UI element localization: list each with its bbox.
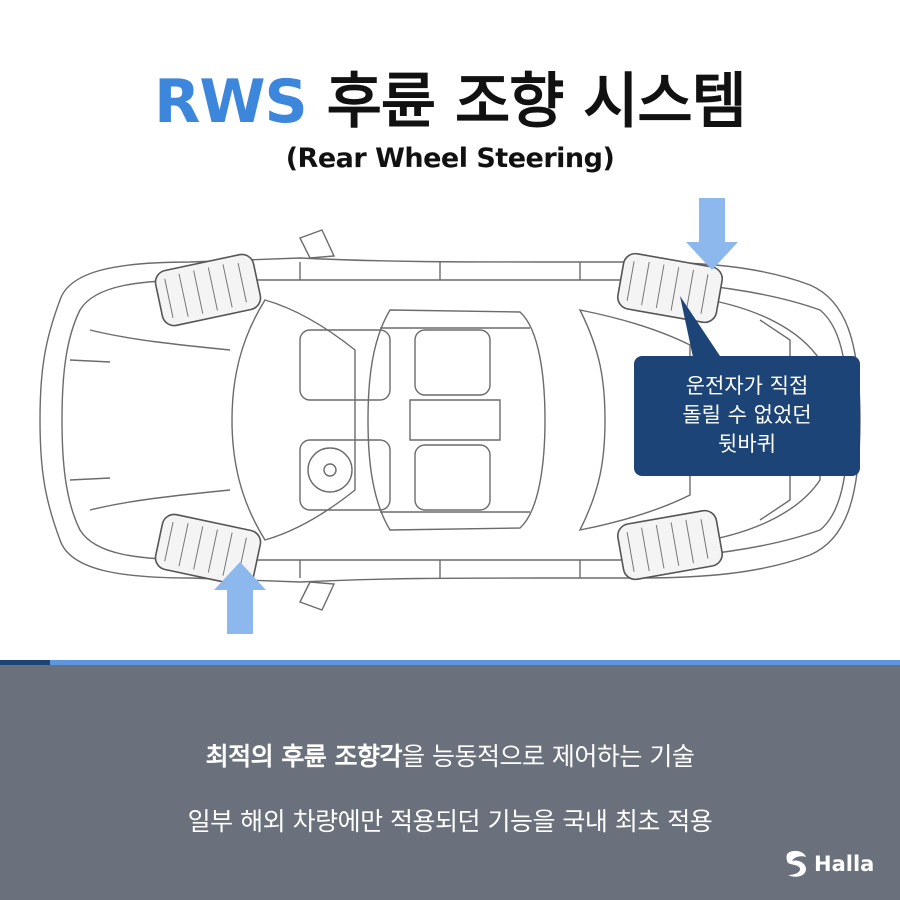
- description-line-1-bold: 최적의 후륜 조향각: [205, 742, 403, 771]
- title-accent: RWS: [154, 67, 308, 137]
- halla-logo-icon: [786, 850, 806, 877]
- down-arrow-icon: [686, 198, 738, 270]
- callout-line-3: 뒷바퀴: [718, 432, 776, 456]
- page-subtitle: (Rear Wheel Steering): [285, 143, 615, 174]
- halla-logo: Halla: [784, 846, 874, 882]
- callout-line-1: 운전자가 직접: [685, 374, 809, 398]
- description-line-1-rest: 을 능동적으로 제어하는 기술: [402, 742, 695, 771]
- up-arrow-icon: [214, 562, 266, 634]
- description-line-2: 일부 해외 차량에만 적용되던 기능을 국내 최초 적용: [187, 807, 713, 836]
- page-title: RWS 후륜 조향 시스템: [0, 62, 900, 142]
- callout-line-2: 돌릴 수 없었던: [682, 403, 812, 427]
- description-line-1: 최적의 후륜 조향각을 능동적으로 제어하는 기술: [0, 737, 900, 773]
- title-main: 후륜 조향 시스템: [326, 67, 747, 137]
- illustration-area: [0, 0, 900, 662]
- description-band: [0, 665, 900, 900]
- logo-text: Halla: [814, 852, 875, 876]
- divider-accent-light: [50, 660, 900, 665]
- divider-accent-dark: [0, 660, 50, 665]
- rear-wheel-callout: 운전자가 직접 돌릴 수 없었던 뒷바퀴: [634, 356, 860, 476]
